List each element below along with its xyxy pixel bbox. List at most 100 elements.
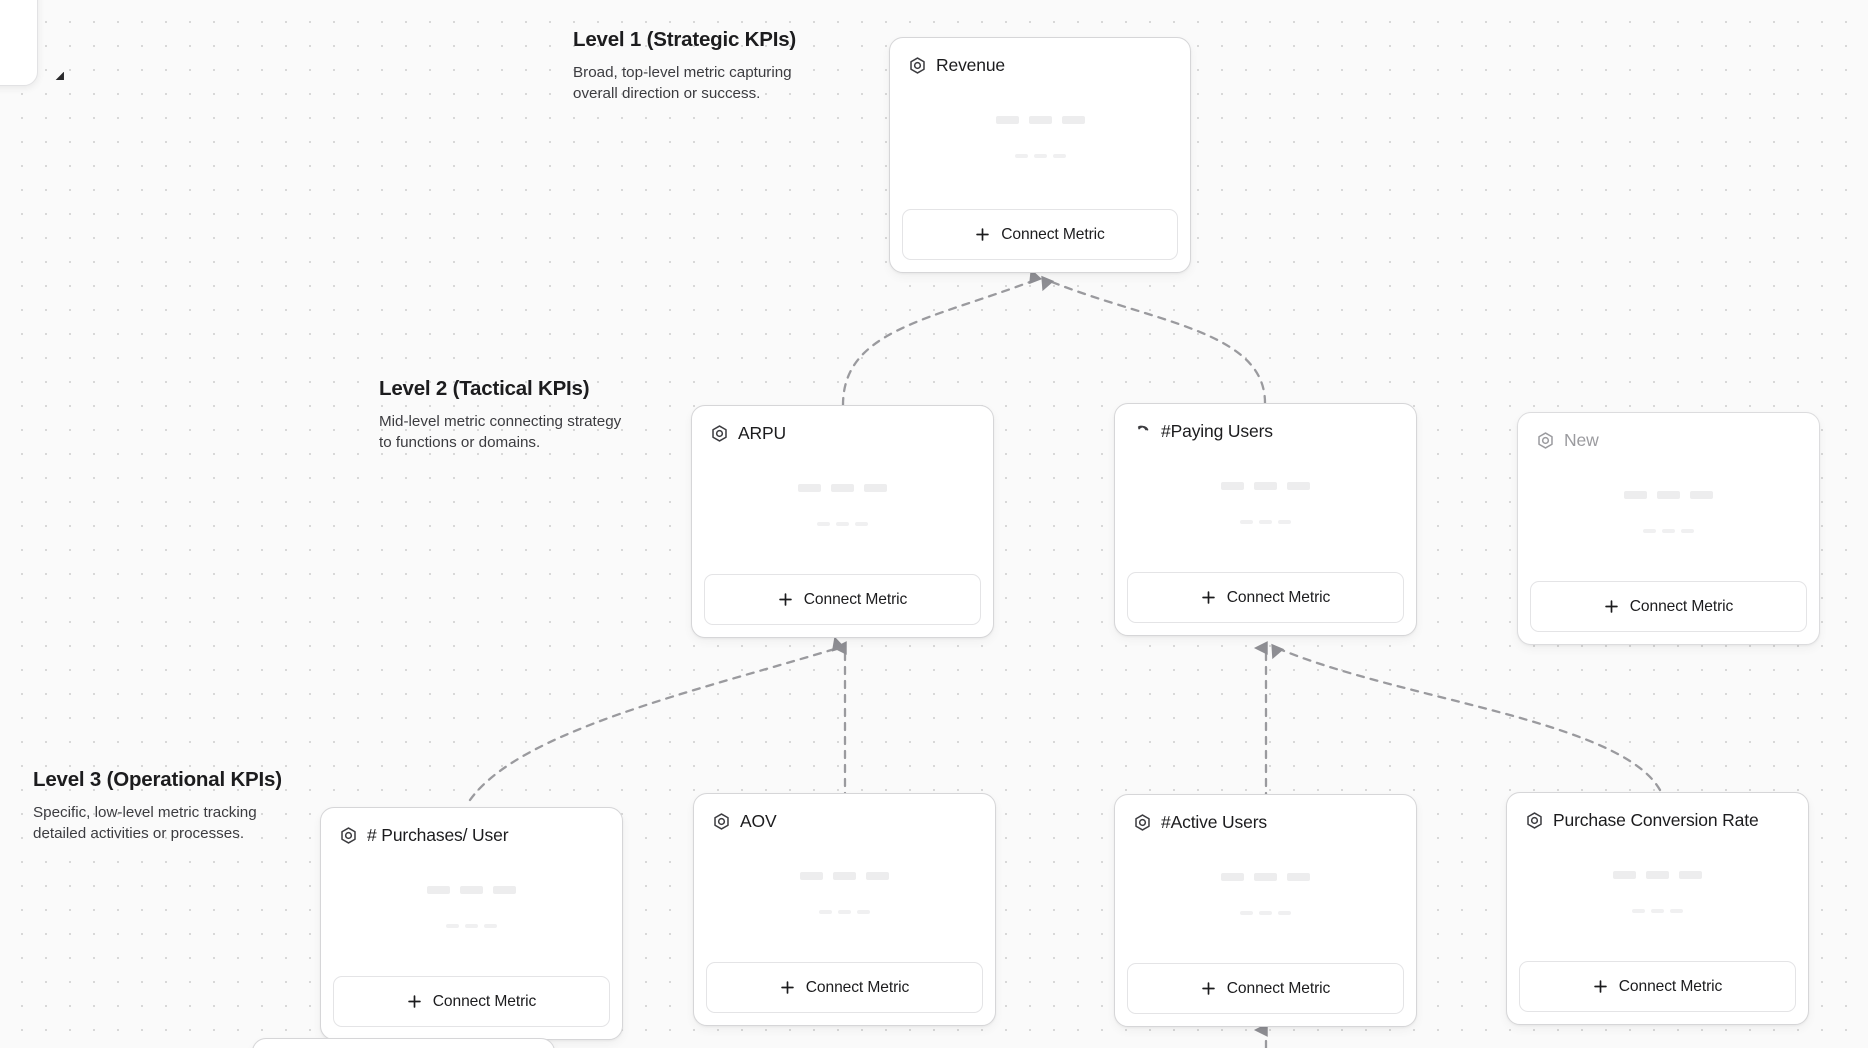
connect-metric-button[interactable]: Connect Metric	[706, 962, 983, 1013]
connect-metric-label: Connect Metric	[1226, 588, 1331, 606]
skeleton-bar	[857, 910, 870, 914]
card-title: New	[1564, 430, 1599, 450]
skeleton-row-secondary	[1127, 911, 1404, 915]
edge-conversion-paying	[1271, 643, 1662, 792]
skeleton-bar	[1061, 116, 1085, 124]
connect-metric-label: Connect Metric	[1629, 597, 1734, 615]
level-3-title: Level 3 (Operational KPIs)	[33, 768, 282, 791]
metric-card-paying-users[interactable]: #Paying Users Connect Metric	[1114, 403, 1417, 636]
skeleton-row-secondary	[704, 522, 981, 526]
skeleton-bar	[1254, 873, 1277, 881]
corner-glyph-icon: ◢	[54, 72, 64, 80]
skeleton-bar	[819, 910, 832, 914]
skeleton-bar	[833, 872, 856, 880]
skeleton-bar	[1613, 871, 1636, 879]
skeleton-bar	[1690, 491, 1713, 499]
skeleton-bar	[995, 116, 1019, 124]
skeleton-bar	[831, 484, 854, 492]
hexagon-icon	[1538, 432, 1553, 449]
card-title: Purchase Conversion Rate	[1553, 810, 1759, 830]
skeleton-bar	[1240, 911, 1253, 915]
corner-floating-panel[interactable]	[0, 0, 38, 86]
skeleton-bar	[1221, 873, 1244, 881]
skeleton-bar	[1643, 529, 1656, 533]
connect-metric-button[interactable]: Connect Metric	[704, 574, 981, 625]
skeleton-row-primary	[704, 484, 981, 492]
connect-metric-button[interactable]: Connect Metric	[1530, 581, 1807, 632]
metric-card-new[interactable]: New Connect Metric	[1517, 412, 1820, 645]
skeleton-row-secondary	[1127, 520, 1404, 524]
metric-card-purchases-per-user[interactable]: # Purchases/ User Connect Metric	[320, 807, 623, 1040]
metric-card-active-users[interactable]: #Active Users Connect Metric	[1114, 794, 1417, 1027]
connect-metric-button[interactable]: Connect Metric	[1519, 961, 1796, 1012]
connect-metric-label: Connect Metric	[432, 992, 537, 1010]
level-1-block: Level 1 (Strategic KPIs) Broad, top-leve…	[573, 28, 823, 105]
metric-card-arpu[interactable]: ARPU Connect Metric	[691, 405, 994, 638]
skeleton-row-primary	[706, 872, 983, 880]
card-title: # Purchases/ User	[367, 825, 509, 845]
plus-icon	[1604, 600, 1618, 613]
skeleton-bar	[800, 872, 823, 880]
card-title: ARPU	[738, 423, 787, 443]
skeleton-bar	[798, 484, 821, 492]
skeleton-row-secondary	[1519, 909, 1796, 913]
skeleton-bar	[1657, 491, 1680, 499]
skeleton-bar	[1259, 520, 1272, 524]
skeleton-bar	[1670, 909, 1683, 913]
card-title: Revenue	[936, 55, 1006, 75]
skeleton-bar	[1221, 482, 1244, 490]
skeleton-bar	[1651, 909, 1664, 913]
skeleton-bar	[493, 886, 516, 894]
skeleton-bar	[427, 886, 450, 894]
level-2-block: Level 2 (Tactical KPIs) Mid-level metric…	[379, 377, 629, 454]
skeleton-bar	[460, 886, 483, 894]
level-3-block: Level 3 (Operational KPIs) Specific, low…	[33, 768, 283, 845]
metric-card-purchase-conversion-rate[interactable]: Purchase Conversion Rate Connect Metric	[1506, 792, 1809, 1025]
skeleton-bar	[484, 924, 497, 928]
card-skeleton-body	[1519, 831, 1796, 961]
connect-metric-button[interactable]: Connect Metric	[902, 209, 1178, 260]
skeleton-bar	[1632, 909, 1645, 913]
connect-metric-button[interactable]: Connect Metric	[333, 976, 610, 1027]
skeleton-bar	[1679, 871, 1702, 879]
card-skeleton-body	[1127, 442, 1404, 572]
edge-arpu-revenue	[841, 268, 1043, 407]
skeleton-bar	[1646, 871, 1669, 879]
metric-card-revenue[interactable]: Revenue Connect Metric	[889, 37, 1191, 273]
plus-icon	[407, 995, 421, 1008]
connect-metric-button[interactable]: Connect Metric	[1127, 572, 1404, 623]
plus-icon	[1201, 982, 1215, 995]
skeleton-row-secondary	[333, 924, 610, 928]
skeleton-bar	[1662, 529, 1675, 533]
skeleton-bar	[1240, 520, 1253, 524]
connect-metric-button[interactable]: Connect Metric	[1127, 963, 1404, 1014]
skeleton-bar	[866, 872, 889, 880]
connect-metric-label: Connect Metric	[805, 978, 910, 996]
skeleton-row-secondary	[902, 154, 1178, 158]
card-header: #Paying Users	[1127, 416, 1404, 442]
skeleton-bar	[1259, 911, 1272, 915]
level-2-description: Mid-level metric connecting strategy to …	[379, 413, 622, 451]
card-skeleton-body	[902, 76, 1178, 209]
metric-card-aov[interactable]: AOV Connect Metric	[693, 793, 996, 1026]
skeleton-row-primary	[902, 116, 1178, 124]
skeleton-bar	[1278, 911, 1291, 915]
hexagon-icon	[714, 813, 729, 830]
connect-metric-label: Connect Metric	[1618, 977, 1723, 995]
skeleton-row-primary	[333, 886, 610, 894]
skeleton-bar	[1287, 482, 1310, 490]
card-header: Revenue	[902, 50, 1178, 76]
skeleton-bar	[465, 924, 478, 928]
card-header: ARPU	[704, 418, 981, 444]
skeleton-bar	[864, 484, 887, 492]
metric-card-partial-bottom[interactable]	[252, 1038, 555, 1048]
card-header: Purchase Conversion Rate	[1519, 805, 1796, 831]
card-title: AOV	[740, 811, 777, 831]
card-header: # Purchases/ User	[333, 820, 610, 846]
card-skeleton-body	[1530, 451, 1807, 581]
plus-icon	[778, 593, 792, 606]
plus-icon	[1593, 980, 1607, 993]
skeleton-bar	[838, 910, 851, 914]
card-title: #Paying Users	[1161, 421, 1273, 441]
